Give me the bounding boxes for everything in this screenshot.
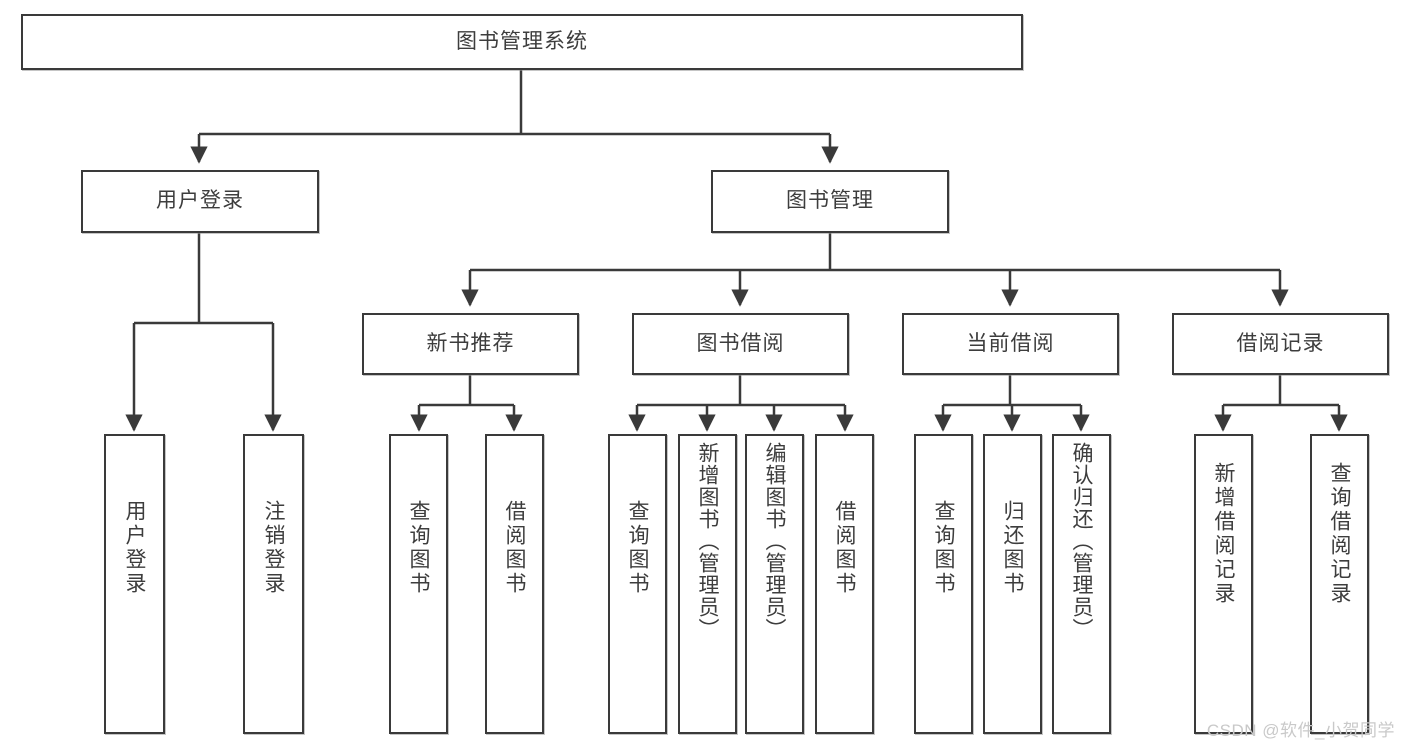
node-borrow-records[interactable]: 借阅记录 — [1172, 313, 1389, 375]
leaf-edit-book-admin[interactable]: 编辑图书（管理员） — [745, 434, 804, 734]
leaf-query-book-recommend[interactable]: 查询图书 — [389, 434, 448, 734]
node-book-borrow[interactable]: 图书借阅 — [632, 313, 849, 375]
leaf-logout[interactable]: 注销登录 — [243, 434, 304, 734]
node-label: 新增图书（管理员） — [696, 442, 719, 640]
leaf-add-book-admin[interactable]: 新增图书（管理员） — [678, 434, 737, 734]
leaf-query-book-current[interactable]: 查询图书 — [914, 434, 973, 734]
node-label: 查询图书 — [407, 500, 430, 596]
node-label: 借阅图书 — [833, 500, 856, 596]
node-label: 图书管理系统 — [456, 29, 588, 53]
node-label: 新增借阅记录 — [1212, 462, 1235, 606]
node-label: 查询图书 — [626, 500, 649, 596]
leaf-query-book-borrow[interactable]: 查询图书 — [608, 434, 667, 734]
node-label: 图书借阅 — [696, 331, 785, 355]
leaf-return-book[interactable]: 归还图书 — [983, 434, 1042, 734]
node-label: 编辑图书（管理员） — [763, 442, 786, 640]
node-label: 借阅图书 — [503, 500, 526, 596]
leaf-borrow-book-recommend[interactable]: 借阅图书 — [485, 434, 544, 734]
node-label: 注销登录 — [262, 500, 285, 596]
node-book-management[interactable]: 图书管理 — [711, 170, 949, 233]
csdn-watermark: CSDN @软件_小贺同学 — [1206, 721, 1395, 740]
node-label: 查询借阅记录 — [1328, 462, 1351, 606]
node-current-borrow[interactable]: 当前借阅 — [902, 313, 1119, 375]
node-user-login[interactable]: 用户登录 — [81, 170, 319, 233]
node-label: 新书推荐 — [426, 331, 515, 355]
node-label: 用户登录 — [123, 500, 146, 596]
node-new-book-recommend[interactable]: 新书推荐 — [362, 313, 579, 375]
node-label: 借阅记录 — [1236, 331, 1325, 355]
leaf-query-borrow-record[interactable]: 查询借阅记录 — [1310, 434, 1369, 734]
leaf-confirm-return-admin[interactable]: 确认归还（管理员） — [1052, 434, 1111, 734]
leaf-user-login[interactable]: 用户登录 — [104, 434, 165, 734]
node-root-book-management-system[interactable]: 图书管理系统 — [21, 14, 1023, 70]
node-label: 查询图书 — [932, 500, 955, 596]
node-label: 图书管理 — [786, 189, 874, 213]
node-label: 当前借阅 — [966, 331, 1055, 355]
leaf-borrow-book[interactable]: 借阅图书 — [815, 434, 874, 734]
leaf-add-borrow-record[interactable]: 新增借阅记录 — [1194, 434, 1253, 734]
node-label: 用户登录 — [156, 189, 244, 213]
node-label: 确认归还（管理员） — [1070, 442, 1093, 640]
node-label: 归还图书 — [1001, 500, 1024, 596]
